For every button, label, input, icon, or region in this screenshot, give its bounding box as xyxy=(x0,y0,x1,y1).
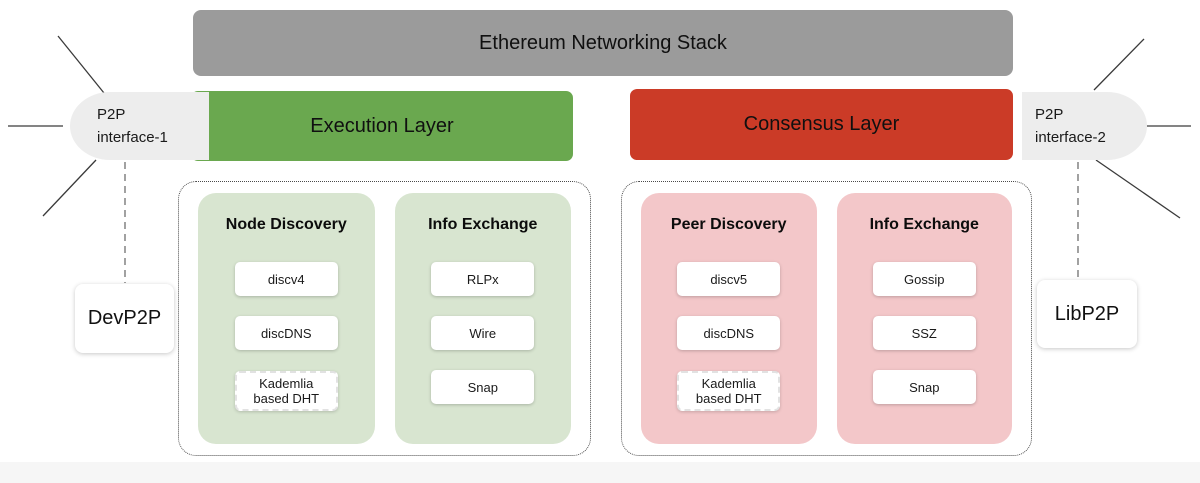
execution-layer-bar: Execution Layer xyxy=(191,91,573,161)
kademlia-dht-box-execution: Kademlia based DHT xyxy=(234,371,338,411)
execution-info-exchange-header: Info Exchange xyxy=(428,216,538,233)
rlpx-box: RLPx xyxy=(431,262,535,296)
p2p-interface-1-line1: P2P xyxy=(97,106,126,123)
bottom-strip xyxy=(0,462,1200,483)
title-bar: Ethereum Networking Stack xyxy=(193,10,1013,76)
wire-box: Wire xyxy=(431,316,535,350)
p2p-interface-1-shape: P2P interface-1 xyxy=(70,92,209,160)
snap-box-consensus: Snap xyxy=(872,370,976,404)
node-discovery-column: Node Discovery discv4 discDNS Kademlia b… xyxy=(198,193,375,444)
discv5-box: discv5 xyxy=(677,262,781,296)
p2p-interface-2-shape: P2P interface-2 xyxy=(1022,92,1147,160)
left-lower-line xyxy=(42,159,97,217)
libp2p-label: LibP2P xyxy=(1054,302,1120,325)
execution-stack-container: Node Discovery discv4 discDNS Kademlia b… xyxy=(178,181,591,456)
right-lower-line xyxy=(1095,159,1181,219)
consensus-layer-label: Consensus Layer xyxy=(743,113,900,135)
right-upper-line xyxy=(1093,38,1145,91)
left-upper-line xyxy=(57,35,105,94)
discdns-box-execution: discDNS xyxy=(234,316,338,350)
p2p-interface-1-line2: interface-1 xyxy=(97,129,168,146)
devp2p-label: DevP2P xyxy=(87,307,162,329)
ssz-box: SSZ xyxy=(872,316,976,350)
node-discovery-header: Node Discovery xyxy=(225,216,347,233)
libp2p-box: LibP2P xyxy=(1037,280,1137,348)
gossip-box: Gossip xyxy=(872,262,976,296)
kademlia-dht-box-consensus: Kademlia based DHT xyxy=(677,371,781,411)
discv4-box: discv4 xyxy=(234,262,338,296)
peer-discovery-column: Peer Discovery discv5 discDNS Kademlia b… xyxy=(641,193,817,444)
discdns-box-consensus: discDNS xyxy=(677,316,781,350)
p2p-interface-2-line2: interface-2 xyxy=(1035,129,1106,146)
consensus-stack-container: Peer Discovery discv5 discDNS Kademlia b… xyxy=(621,181,1032,456)
devp2p-box: DevP2P xyxy=(75,284,174,353)
snap-box-execution: Snap xyxy=(431,370,535,404)
diagram-title: Ethereum Networking Stack xyxy=(479,31,727,54)
execution-layer-label: Execution Layer xyxy=(310,114,454,137)
consensus-info-exchange-column: Info Exchange Gossip SSZ Snap xyxy=(836,193,1012,444)
p2p-interface-2-line1: P2P xyxy=(1035,106,1064,123)
execution-info-exchange-column: Info Exchange RLPx Wire Snap xyxy=(394,193,571,444)
consensus-layer-bar: Consensus Layer xyxy=(630,89,1013,160)
peer-discovery-header: Peer Discovery xyxy=(670,216,787,233)
consensus-info-exchange-header: Info Exchange xyxy=(869,216,979,233)
